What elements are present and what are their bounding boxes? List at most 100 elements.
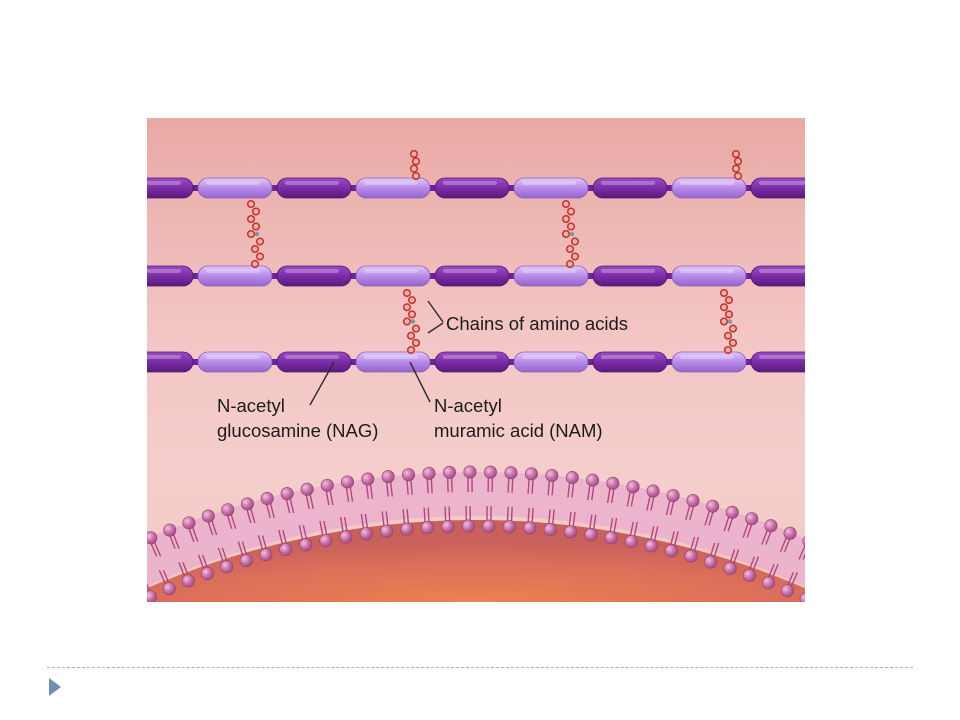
phospholipid-head <box>400 522 414 536</box>
phospholipid-head <box>147 590 158 602</box>
nag-sugar <box>147 265 194 287</box>
sugar-highlight <box>522 269 576 273</box>
nam-label-line2: muramic acid (NAM) <box>434 420 603 441</box>
phospholipid-head <box>626 480 640 494</box>
glycan-strands <box>147 177 805 373</box>
phospholipid-head <box>802 536 805 547</box>
amino-acid-bead <box>411 157 421 166</box>
nag-leader-line <box>309 361 335 406</box>
amino-acid-bead <box>719 303 729 312</box>
nag-sugar <box>147 351 194 373</box>
amino-acid-bead <box>407 296 417 305</box>
sugar-highlight <box>522 355 576 359</box>
phospholipid-head <box>420 521 434 535</box>
amino-acid-chain-top-2 <box>731 149 743 181</box>
phospholipid-head <box>565 471 579 485</box>
phospholipid-head <box>524 467 538 481</box>
peptide-bond-dot <box>254 231 260 237</box>
sugar-highlight <box>285 269 339 273</box>
phospholipid-head <box>259 548 273 562</box>
sugar-highlight <box>443 269 497 273</box>
nam-sugar <box>197 351 273 373</box>
phospholipid-head <box>564 525 578 539</box>
amino-acid-bead <box>566 207 576 216</box>
amino-acid-bead <box>255 237 265 246</box>
phospholipid-membrane <box>147 465 805 602</box>
glycan-strand-3 <box>147 351 805 373</box>
phospholipid-head <box>725 505 739 519</box>
nag-sugar <box>750 351 805 373</box>
amino-acid-bead <box>246 214 256 224</box>
amino-acid-bead <box>411 338 421 347</box>
phospholipid-head <box>666 489 680 503</box>
amino-acid-bead <box>246 229 256 239</box>
amino-acid-bead <box>724 296 734 305</box>
phospholipid-head <box>319 534 333 548</box>
footer-divider <box>47 667 913 668</box>
phospholipid-head <box>742 568 756 582</box>
sugar-highlight <box>206 181 260 185</box>
sugar-highlight <box>147 355 181 359</box>
nam-sugar <box>513 265 589 287</box>
peptide-bond-dot <box>410 319 416 324</box>
phospholipid-head <box>182 516 196 530</box>
amino-acid-chain-link-4 <box>719 288 738 355</box>
phospholipid-head <box>441 520 455 534</box>
phospholipid-head <box>147 531 158 545</box>
nag-sugar <box>434 351 510 373</box>
nag-sugar <box>434 265 510 287</box>
amino-acid-bead <box>724 310 734 319</box>
nag-sugar <box>750 265 805 287</box>
phospholipid-head <box>320 478 334 492</box>
sugar-highlight <box>364 355 418 359</box>
phospholipid-head <box>799 592 805 602</box>
nam-sugar <box>513 351 589 373</box>
phospholipid-head <box>422 466 436 480</box>
phospholipid-head <box>780 584 794 598</box>
amino-acid-bead <box>561 214 571 224</box>
leader-lines <box>309 300 444 406</box>
amino-acid-bead <box>250 259 260 269</box>
inner-leaflet <box>147 506 805 602</box>
nag-sugar <box>276 177 352 199</box>
sugar-highlight <box>759 269 805 273</box>
amino-acid-chains <box>246 149 743 355</box>
nag-label-line1: N-acetyl <box>217 395 285 416</box>
nam-sugar <box>671 177 747 199</box>
amino-acid-bead <box>565 259 575 269</box>
amino-acid-bead <box>251 207 261 216</box>
nag-sugar <box>750 177 805 199</box>
phospholipid-head <box>220 560 234 574</box>
amino-acid-bead <box>561 199 571 209</box>
phospholipid-head <box>504 466 518 480</box>
amino-acid-bead <box>246 199 256 209</box>
sugar-highlight <box>759 181 805 185</box>
amino-acid-chain-link-2 <box>561 199 580 269</box>
triangle-bullet-icon <box>49 678 61 696</box>
phospholipid-head <box>461 519 475 533</box>
phospholipid-head <box>340 475 354 489</box>
outer-leaflet <box>147 465 805 560</box>
nam-sugar <box>355 265 431 287</box>
glycan-strand-2 <box>147 265 805 287</box>
amino-acid-bead <box>728 324 738 333</box>
sugar-highlight <box>759 355 805 359</box>
peptidoglycan-diagram: Chains of amino acids N-acetyl glucosami… <box>147 118 805 602</box>
nag-sugar <box>592 351 668 373</box>
phospholipid-head <box>239 554 253 568</box>
sugar-highlight <box>364 181 418 185</box>
amino-acid-bead <box>570 237 580 246</box>
sugar-highlight <box>147 181 181 185</box>
nam-sugar <box>197 265 273 287</box>
amino-acid-bead <box>251 222 261 231</box>
peptide-bond-dot <box>727 319 733 324</box>
amino-acid-chain-link-3 <box>402 288 421 355</box>
phospholipid-head <box>442 465 456 479</box>
phospholipid-head <box>686 494 700 508</box>
nag-sugar <box>276 265 352 287</box>
bilayer-core <box>147 472 805 587</box>
phospholipid-head <box>380 524 394 538</box>
amino-acid-bead <box>565 244 575 254</box>
nam-sugar <box>355 177 431 199</box>
phospholipid-head <box>543 523 557 537</box>
